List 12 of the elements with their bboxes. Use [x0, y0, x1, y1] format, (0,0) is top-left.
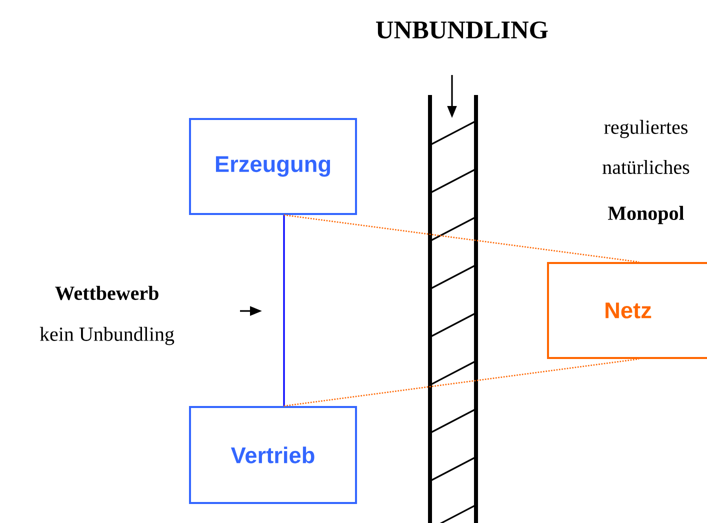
process-box: Vertrieb: [189, 406, 357, 504]
text-label: Wettbewerb: [55, 286, 158, 300]
connector-line: [283, 215, 285, 406]
text-label: kein Unbundling: [40, 326, 174, 346]
process-box: Erzeugung: [189, 118, 357, 215]
process-box: Netz: [547, 262, 707, 359]
connector-line: [284, 358, 640, 407]
text-label: Monopol: [608, 206, 684, 224]
title: UNBUNDLING: [376, 21, 548, 38]
text-label: natürliches: [602, 160, 690, 174]
text-label: reguliertes: [604, 120, 688, 138]
connector-line: [284, 214, 640, 263]
